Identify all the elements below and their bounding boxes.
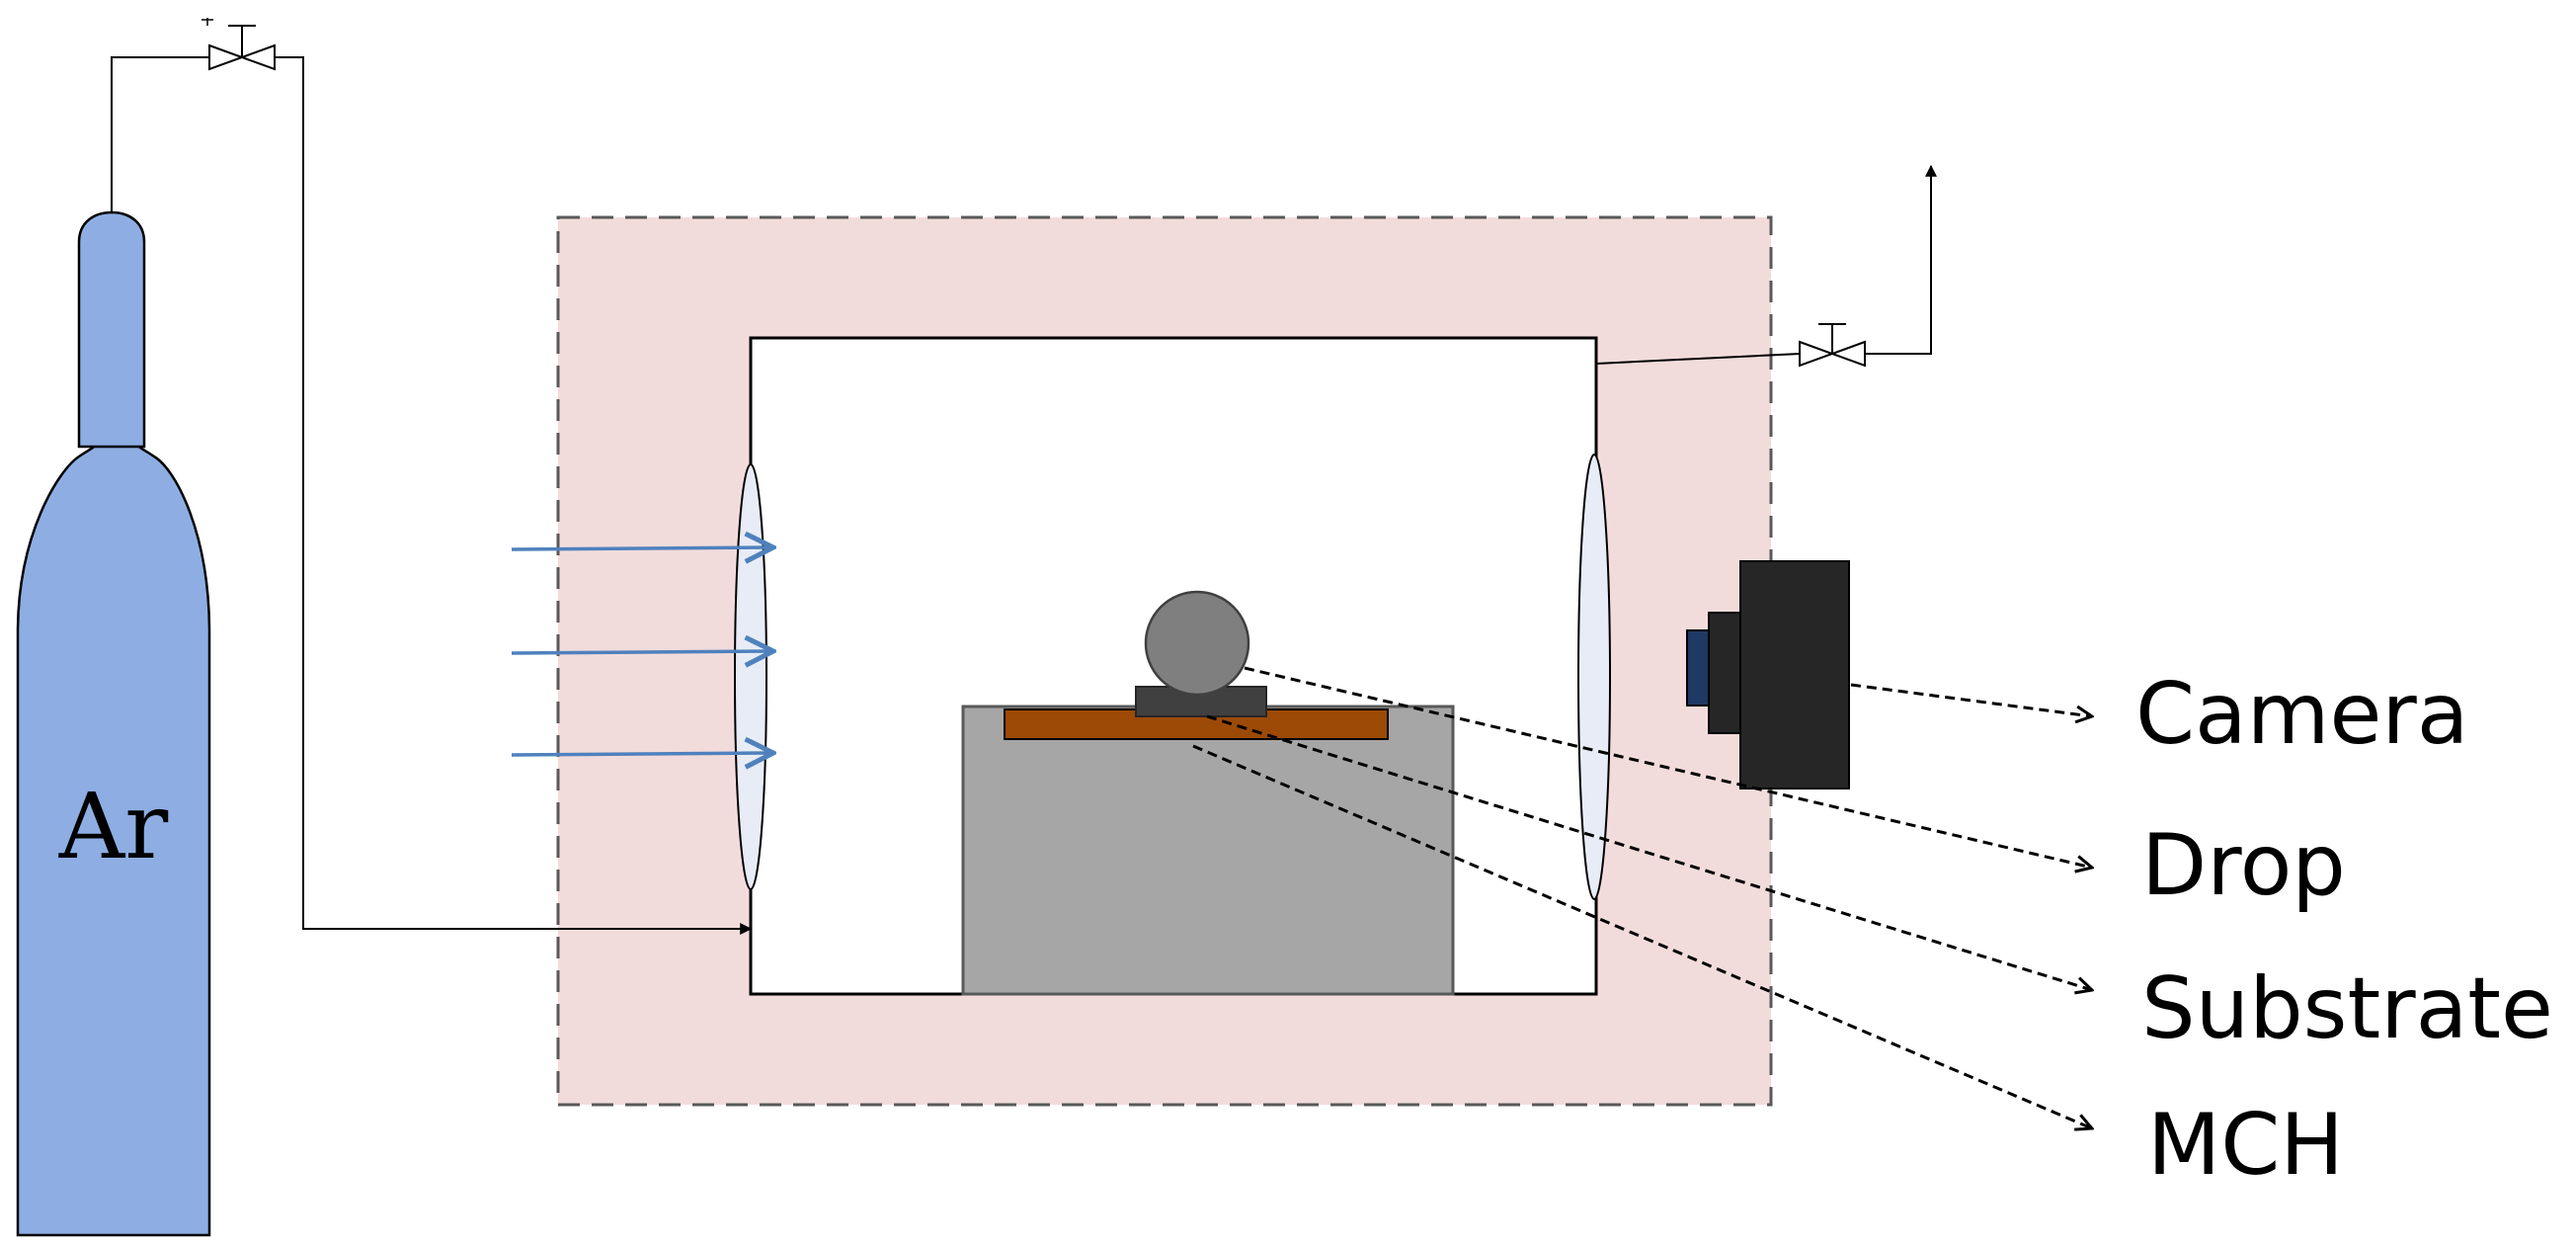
gas-outlet-pipe [1595,353,1801,365]
argon-cylinder [16,210,211,1237]
light-arrow-2 [511,651,773,653]
left-window [734,463,767,890]
light-arrow-1 [511,547,773,549]
right-window [1577,454,1611,900]
drop-leader [1244,666,2092,868]
drop [1144,590,1250,697]
argon-label: Ar [58,774,168,879]
drop-label: Drop [2141,816,2346,915]
gas-inlet-pipe-2 [275,56,753,935]
camera-leader [1850,683,2092,716]
light-arrow-3 [511,753,773,755]
inlet-valve-icon [201,18,276,71]
mch-label: MCH [2147,1096,2344,1195]
mch-leader [1192,744,2092,1128]
gas-inlet-pipe [111,56,209,212]
substrate-label: Substrate [2141,959,2553,1058]
camera-icon [1686,560,1850,790]
mch-block [961,705,1455,996]
camera-label: Camera [2135,665,2469,764]
outlet-valve-icon [1799,323,1866,368]
gas-outlet-pipe-2 [1865,164,1937,355]
substrate-leader [1206,714,2092,990]
